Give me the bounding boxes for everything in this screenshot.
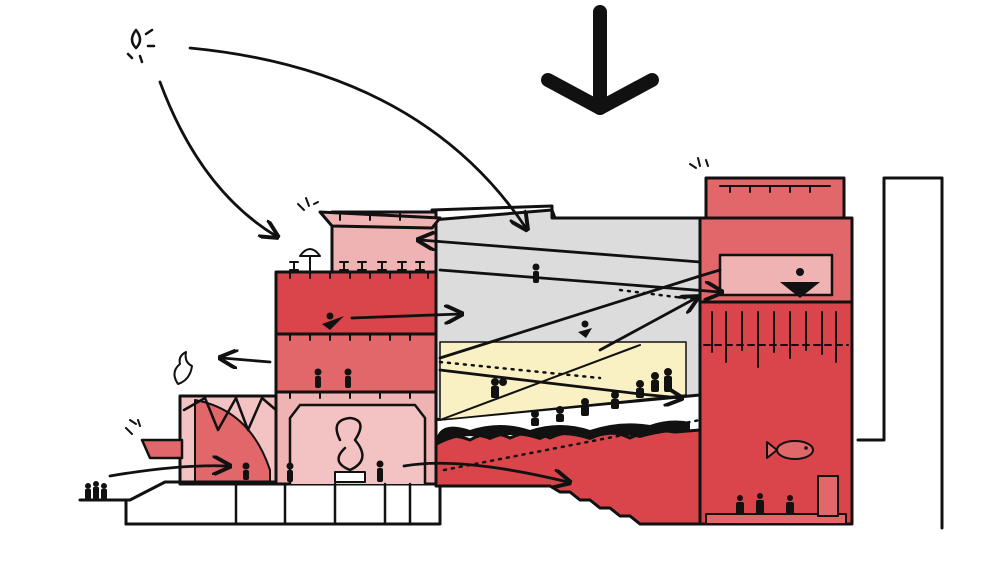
basement bbox=[124, 482, 442, 526]
rooftop-seats bbox=[289, 261, 425, 271]
basement-columns bbox=[234, 482, 412, 526]
truss bbox=[182, 396, 278, 432]
floor-ticks bbox=[289, 211, 429, 399]
umbrella-icon bbox=[299, 248, 321, 273]
tower-figure bbox=[780, 268, 820, 298]
middle-floor bbox=[274, 332, 438, 394]
entrance-ramp bbox=[78, 480, 278, 502]
cantilever bbox=[140, 438, 184, 460]
stair-steps bbox=[438, 484, 702, 526]
accent-marks bbox=[125, 157, 709, 435]
light-beam bbox=[439, 341, 687, 421]
flow-arrows bbox=[108, 46, 720, 482]
people-silhouettes bbox=[85, 263, 794, 514]
sun-sketch-icon bbox=[126, 28, 156, 64]
tower-crown-ticks bbox=[719, 185, 831, 193]
black-bowl bbox=[436, 420, 690, 446]
fish-icon bbox=[766, 440, 814, 460]
tower-top bbox=[704, 176, 846, 220]
upper-floor bbox=[274, 270, 438, 336]
tower-floor-band bbox=[705, 513, 847, 525]
red-stepped-mass bbox=[434, 428, 702, 526]
down-arrow-icon bbox=[541, 5, 659, 115]
void-roof bbox=[430, 204, 702, 220]
neighbour-building bbox=[856, 176, 944, 530]
tower-hangers bbox=[711, 311, 837, 368]
sculpture-icon bbox=[334, 416, 366, 483]
tower-window bbox=[718, 253, 834, 297]
tower-grid bbox=[817, 475, 839, 517]
dotted-sightlines bbox=[438, 288, 702, 472]
flame-icon bbox=[173, 351, 193, 385]
